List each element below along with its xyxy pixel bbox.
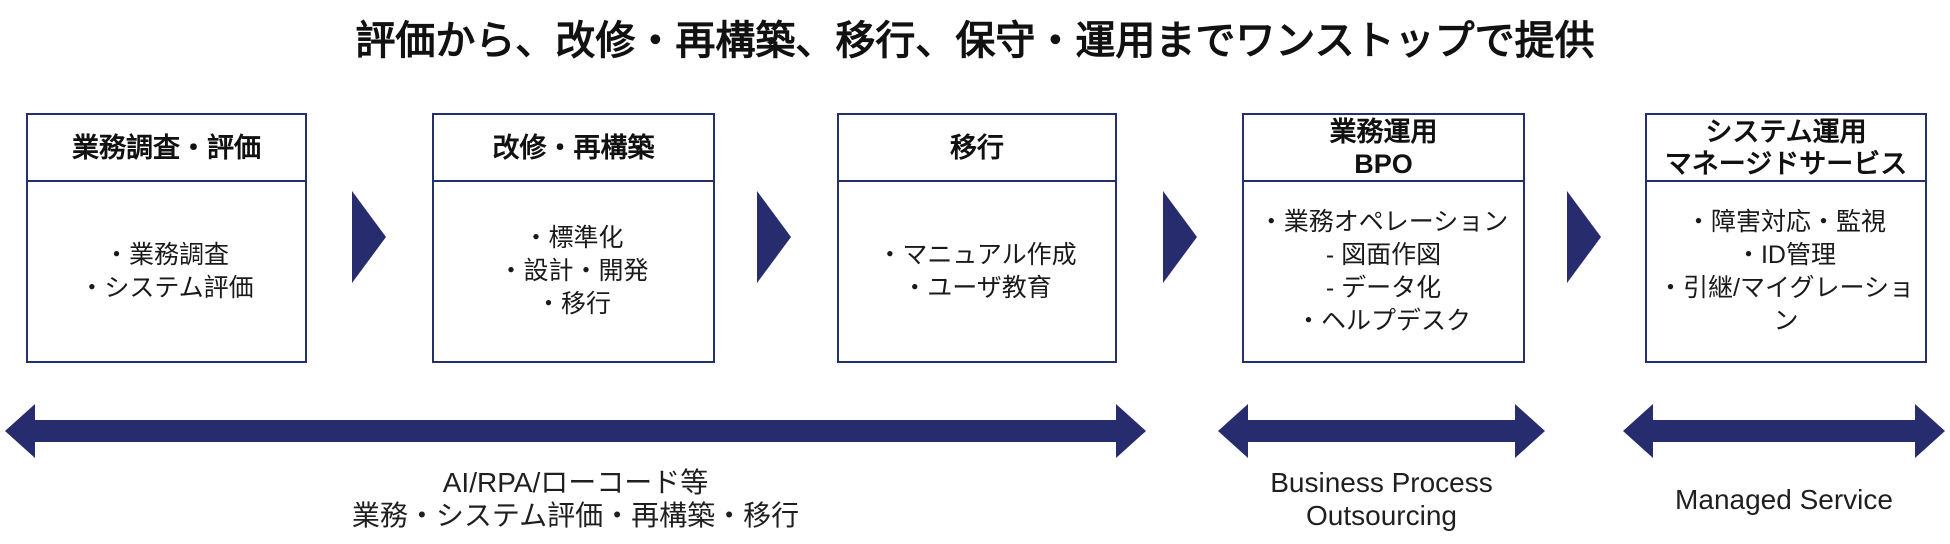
right-triangle-arrow-icon [757, 191, 791, 283]
flow-box-system-operation-managed-service: システム運用 マネージドサービス ・障害対応・監視 ・ID管理 ・引継/マイグレ… [1645, 113, 1927, 363]
double-arrow-shape [1623, 404, 1945, 458]
box-item: ・標準化 [523, 224, 624, 252]
flow-box-business-operation-bpo: 業務運用 BPO ・業務オペレーション - 図面作図 - データ化 ・ヘルプデス… [1242, 113, 1525, 363]
header-line: マネージドサービス [1664, 148, 1908, 179]
flow-box-body: ・業務調査 ・システム評価 [28, 182, 305, 361]
right-triangle-arrow-icon [1567, 191, 1601, 283]
header-line: 業務調査・評価 [72, 132, 261, 163]
box-item: ・引継/マイグレーション [1658, 273, 1914, 335]
box-item: - データ化 [1325, 273, 1442, 302]
arrow-label-bpo: Business Process Outsourcing [1218, 464, 1545, 534]
box-item: ・移行 [535, 290, 611, 318]
flow-box-header: 業務運用 BPO [1244, 115, 1523, 182]
double-arrow-managed-service-span [1623, 404, 1945, 458]
flow-box-header: 移行 [839, 115, 1115, 182]
box-item: ・障害対応・監視 [1685, 207, 1886, 236]
box-item: ・システム評価 [79, 273, 254, 302]
flow-box-header: 改修・再構築 [434, 115, 713, 182]
box-item: ・ユーザ教育 [902, 273, 1052, 302]
header-line: システム運用 [1705, 116, 1867, 147]
arrow-label-ai-rpa: AI/RPA/ローコード等 業務・システム評価・再構築・移行 [5, 464, 1146, 534]
double-arrow-shape [1218, 404, 1545, 458]
flow-box-header: システム運用 マネージドサービス [1647, 115, 1925, 182]
header-line: 改修・再構築 [492, 132, 655, 163]
arrow-label-line: 業務・システム評価・再構築・移行 [351, 500, 800, 531]
arrow-label-line: Managed Service [1675, 483, 1893, 515]
double-arrow-bpo-span [1218, 404, 1545, 458]
flow-box-body: ・障害対応・監視 ・ID管理 ・引継/マイグレーション [1647, 182, 1925, 361]
flow-box-survey-evaluation: 業務調査・評価 ・業務調査 ・システム評価 [26, 113, 307, 363]
header-line: 移行 [950, 132, 1004, 163]
flow-box-body: ・業務オペレーション - 図面作図 - データ化 ・ヘルプデスク [1244, 182, 1523, 361]
flow-box-migration: 移行 ・マニュアル作成 ・ユーザ教育 [837, 113, 1117, 363]
arrow-label-line: Outsourcing [1306, 500, 1457, 531]
double-arrow-ai-rpa-span [5, 404, 1146, 458]
box-item: ・業務オペレーション [1258, 207, 1509, 236]
flow-box-body: ・マニュアル作成 ・ユーザ教育 [839, 182, 1115, 361]
box-item: ・業務調査 [103, 240, 229, 269]
arrow-label-managed-service: Managed Service [1623, 464, 1945, 534]
header-line: 業務運用 [1329, 116, 1438, 147]
arrow-label-line: AI/RPA/ローコード等 [442, 467, 709, 498]
box-item: ・ヘルプデスク [1295, 306, 1471, 335]
right-triangle-arrow-icon [352, 191, 386, 283]
flow-box-header: 業務調査・評価 [28, 115, 305, 182]
arrow-label-line: Business Process [1270, 467, 1493, 498]
box-item: - 図面作図 [1325, 240, 1442, 269]
flow-box-body: ・標準化 ・設計・開発 ・移行 [434, 182, 713, 361]
header-line: BPO [1354, 148, 1413, 179]
diagram-title: 評価から、改修・再構築、移行、保守・運用までワンストップで提供 [355, 19, 1595, 63]
right-triangle-arrow-icon [1163, 191, 1197, 283]
box-item: ・設計・開発 [498, 257, 649, 285]
box-item: ・マニュアル作成 [877, 240, 1077, 269]
double-arrow-shape [5, 404, 1146, 458]
flow-box-renovation-rebuild: 改修・再構築 ・標準化 ・設計・開発 ・移行 [432, 113, 715, 363]
box-item: ・ID管理 [1735, 240, 1836, 269]
